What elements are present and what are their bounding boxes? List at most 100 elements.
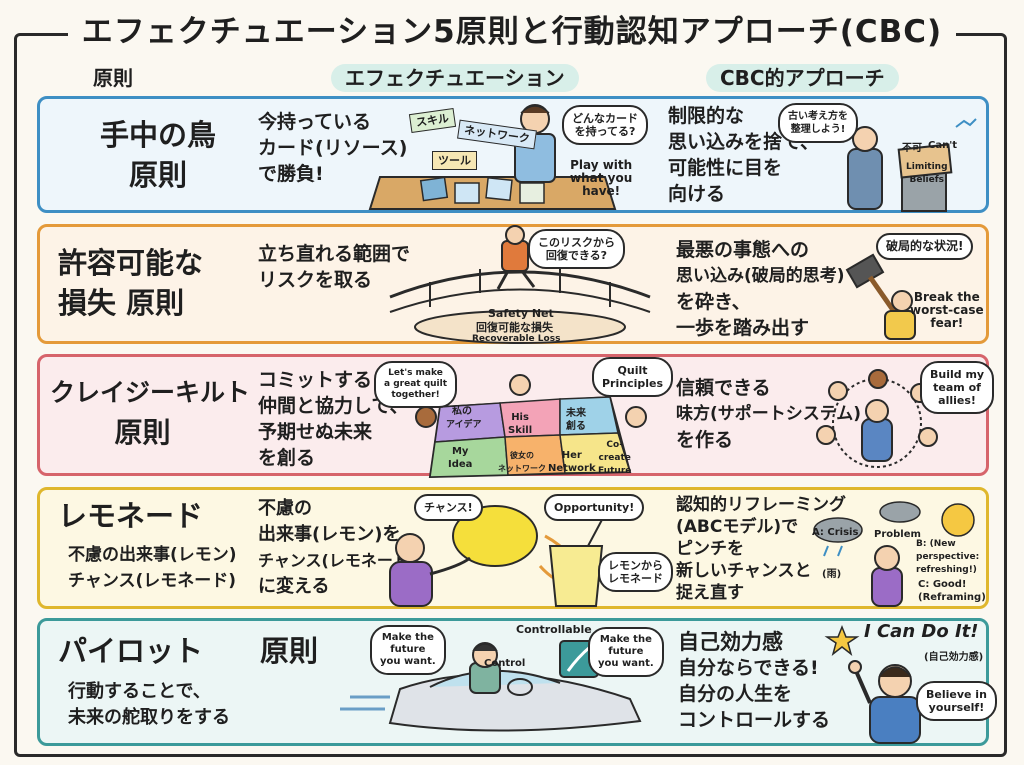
principle-name-line: 損失 原則 (58, 286, 185, 320)
lemon-to-lemonade-illustration (389, 505, 605, 607)
speech-bubble: 破局的な状況! (876, 233, 974, 260)
abc-label: B: (New perspective: refreshing!) (916, 539, 980, 575)
cbc-text-line: 自己効力感 (678, 630, 783, 654)
cbc-text-line: 自分の人生を (678, 683, 793, 705)
cbc-text-line: 向ける (668, 183, 726, 205)
cbc-text-line: を作る (676, 429, 734, 451)
quilt-patch-label: His Skill (508, 412, 533, 436)
effectuation-text-line: 今持っている (258, 111, 372, 133)
effectuation-text-line: 予期せぬ未来 (258, 421, 373, 443)
cbc-text-line: 最悪の事態への (676, 239, 810, 261)
row-lemonade: レモネード 不慮の出来事(レモン) チャンス(レモネード) 不慮の 出来事(レモ… (37, 487, 989, 609)
column-header-cbc: CBC的アプローチ (706, 64, 899, 92)
abc-label: Problem (874, 529, 921, 540)
net-label: Safety Net (488, 307, 554, 320)
speech-bubble: チャンス! (414, 494, 483, 521)
speech-bubble: Opportunity! (544, 494, 645, 521)
caption-text: Break the worst-case fear! (910, 290, 984, 330)
speech-bubble: Build my team of allies! (920, 361, 995, 414)
bridge-safety-net-illustration (389, 225, 651, 344)
principle-subtitle-line: 未来の舵取りをする (68, 707, 230, 728)
hammer-illustration (845, 253, 916, 340)
confident-person-illustration (824, 624, 921, 744)
abc-label: (雨) (822, 569, 842, 580)
cbc-text-line: 可能性に目を (668, 157, 783, 179)
cbc-text-line: コントロールする (678, 709, 831, 731)
effectuation-text-line: チャンス(レモネード) (258, 551, 417, 570)
cbc-text-line: 一歩を踏み出す (676, 317, 810, 339)
cbc-text-line: ピンチを (676, 539, 744, 559)
row-pilot-in-plane: パイロット 原則 行動することで、 未来の舵取りをする Make the fut… (37, 618, 997, 746)
net-label: 回復可能な損失 (476, 321, 553, 334)
control-label: Controllable (516, 623, 592, 636)
effectuation-text-line: コミットする (258, 369, 373, 391)
effectuation-text-line: 不慮の (258, 498, 312, 519)
principle-name-line: 原則 (128, 158, 187, 192)
principle-name-line: 原則 (114, 416, 171, 449)
quilt-patch-label: アイデア (446, 420, 482, 430)
cbc-text-line: 自分ならできる! (678, 657, 819, 679)
principle-name-line: パイロット (58, 634, 204, 668)
box-label: 不可 (902, 143, 922, 154)
effectuation-text-line: 出来事(レモン)を (258, 524, 401, 545)
quilt-illustration (415, 374, 647, 479)
cbc-text-line: 捉え直す (676, 583, 744, 603)
row-affordable-loss: 許容可能な 損失 原則 立ち直れる範囲で リスクを取る このリスクから 回復でき… (37, 224, 989, 344)
speech-bubble: Quilt Principles (592, 357, 674, 397)
quilt-patch-label: Her Network (548, 450, 596, 474)
principle-name-line: クレイジーキルト (50, 378, 251, 407)
effectuation-text-line: を創る (258, 447, 316, 469)
speech-bubble: Make the future you want. (370, 625, 446, 675)
quilt-patch-label: My Idea (448, 446, 473, 470)
tool-card-label: ツール (432, 151, 477, 170)
row-bird-in-hand: 手中の鳥 原則 今持っている カード(リソース) で勝負! スキル ネットワーク… (37, 96, 989, 213)
effectuation-text-line: に変える (258, 576, 330, 597)
control-label: Control (484, 658, 526, 669)
box-label: Limiting Beliefs (906, 162, 948, 185)
cbc-text-line: 認知的リフレーミング (676, 495, 846, 515)
principle-name-line: 許容可能な (58, 246, 204, 280)
row-crazy-quilt: クレイジーキルト 原則 コミットする 仲間と協力して、 予期せぬ未来 を創る 私… (37, 354, 995, 479)
speech-bubble: このリスクから 回復できる? (528, 229, 625, 269)
principle-subtitle-line: 不慮の出来事(レモン) (68, 545, 237, 565)
effectuation-text-line: 立ち直れる範囲で (258, 243, 411, 265)
column-header-effectuation: エフェクチュエーション (331, 64, 579, 92)
speech-bubble: Let's make a great quilt together! (374, 361, 458, 408)
speech-bubble: 古い考え方を 整理しよう! (778, 103, 858, 143)
cbc-text-line: 信頼できる (676, 377, 771, 399)
speech-bubble: どんなカード を持ってる? (562, 105, 648, 145)
pilot-vehicle-illustration (340, 640, 642, 732)
speech-bubble: Make the future you want. (588, 627, 664, 677)
box-label: Can't (928, 140, 958, 151)
column-header-principle: 原則 (93, 66, 133, 90)
cbc-text-line: を砕き、 (676, 291, 751, 313)
quilt-patch-label: 未来 創る (566, 408, 586, 432)
quilt-patch-label: 彼女の ネットワーク (498, 451, 546, 473)
discard-beliefs-illustration (847, 118, 977, 212)
slogan-subtext: (自己効力感) (924, 652, 984, 663)
quilt-patch-label: Co- create Future (598, 440, 632, 476)
principle-subtitle-line: 行動することで、 (68, 681, 211, 702)
caption-text: Play with what you have! (570, 158, 633, 198)
effectuation-text-line: リスクを取る (258, 269, 373, 291)
effectuation-text-line: 仲間と協力して、 (258, 395, 409, 417)
quilt-patch-label: 私の (452, 406, 472, 417)
cbc-text-line: 新しいチャンスと (676, 561, 812, 581)
cbc-text-line: 味方(サポートシステム) (676, 404, 862, 424)
principle-name-line: 原則 (260, 634, 319, 668)
cbc-text-line: (ABCモデル)で (676, 517, 799, 537)
slogan-text: I Can Do It! (864, 621, 979, 642)
net-label: Recoverable Loss (472, 334, 561, 344)
page-title: エフェクチュエーション5原則と行動認知アプローチ(CBC) (67, 6, 957, 51)
speech-bubble: レモンから レモネード (598, 552, 673, 592)
principle-name-line: レモネード (58, 499, 204, 533)
abc-label: A: Crisis (812, 527, 859, 538)
cbc-text-line: 思い込み(破局的思考) (676, 266, 845, 286)
effectuation-text-line: カード(リソース) (258, 137, 408, 159)
cbc-text-line: 制限的な (668, 105, 745, 127)
speech-bubble: Believe in yourself! (916, 681, 997, 721)
abc-label: C: Good! (Reframing) (918, 579, 986, 603)
principle-subtitle-line: チャンス(レモネード) (68, 571, 237, 591)
principle-name-line: 手中の鳥 (99, 118, 216, 152)
abc-model-illustration (813, 501, 975, 607)
